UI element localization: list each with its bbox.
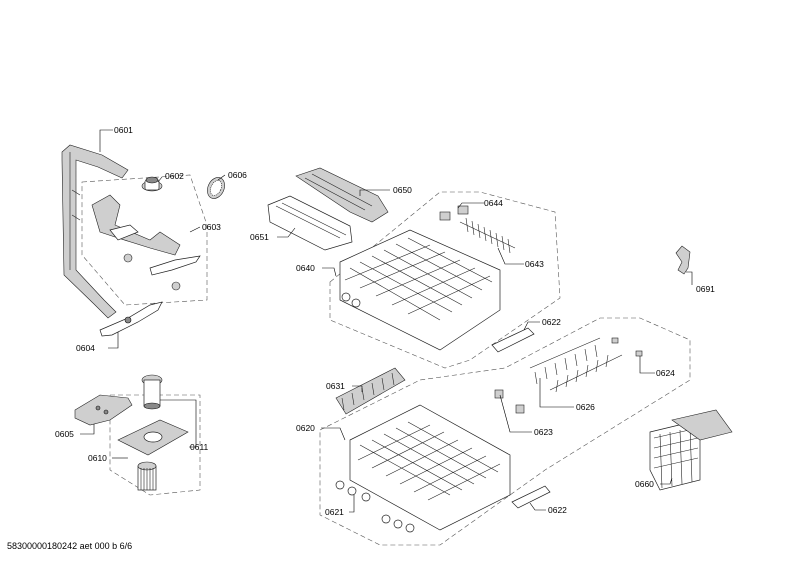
part-label-0610: 0610 <box>88 453 107 463</box>
hook-part <box>675 245 691 275</box>
cutlery-basket <box>649 409 733 491</box>
strainer-disc <box>207 177 225 199</box>
part-label-0604: 0604 <box>76 343 95 353</box>
part-label-0644: 0644 <box>484 198 503 208</box>
part-label-0643: 0643 <box>525 259 544 269</box>
part-label-0651: 0651 <box>250 232 269 242</box>
part-label-0621: 0621 <box>325 507 344 517</box>
wheel <box>335 480 345 490</box>
handle-part <box>511 485 551 509</box>
tine-row <box>529 337 601 385</box>
supply-pipe <box>61 144 129 319</box>
part-labels: 0601 0602 0606 0603 0604 0650 0651 0644 … <box>55 125 715 517</box>
clip-part <box>439 211 451 221</box>
upper-basket <box>339 229 501 351</box>
leader-lines <box>80 129 693 513</box>
part-label-0624: 0624 <box>656 368 675 378</box>
spray-arm-group <box>61 144 225 337</box>
part-label-0620: 0620 <box>296 423 315 433</box>
part-label-0650: 0650 <box>393 185 412 195</box>
part-label-0691: 0691 <box>696 284 715 294</box>
clip-part <box>515 404 525 414</box>
lower-basket-group <box>319 317 691 546</box>
tine-row <box>459 217 516 254</box>
part-label-0631: 0631 <box>326 381 345 391</box>
part-label-0623: 0623 <box>534 427 553 437</box>
part-label-0626: 0626 <box>576 402 595 412</box>
filter-group <box>74 374 201 496</box>
part-label-0603: 0603 <box>202 222 221 232</box>
manifold <box>91 194 181 256</box>
part-label-0622-bottom: 0622 <box>548 505 567 515</box>
part-label-0601: 0601 <box>114 125 133 135</box>
sump-cover <box>74 394 133 426</box>
part-label-0602: 0602 <box>165 171 184 181</box>
part-label-0605: 0605 <box>55 429 74 439</box>
part-label-0660: 0660 <box>635 479 654 489</box>
lower-basket <box>349 404 511 531</box>
connector-part <box>141 176 163 192</box>
upper-basket-group <box>267 167 561 369</box>
cutlery-tray <box>295 167 389 223</box>
tine-strip <box>335 367 406 415</box>
part-label-0622-top: 0622 <box>542 317 561 327</box>
part-label-0640: 0640 <box>296 263 315 273</box>
document-id-footer: 58300000180242 aet 000 b 6/6 <box>7 541 133 551</box>
part-label-0606: 0606 <box>228 170 247 180</box>
part-label-0611: 0611 <box>190 442 209 452</box>
handle-part <box>491 327 535 353</box>
